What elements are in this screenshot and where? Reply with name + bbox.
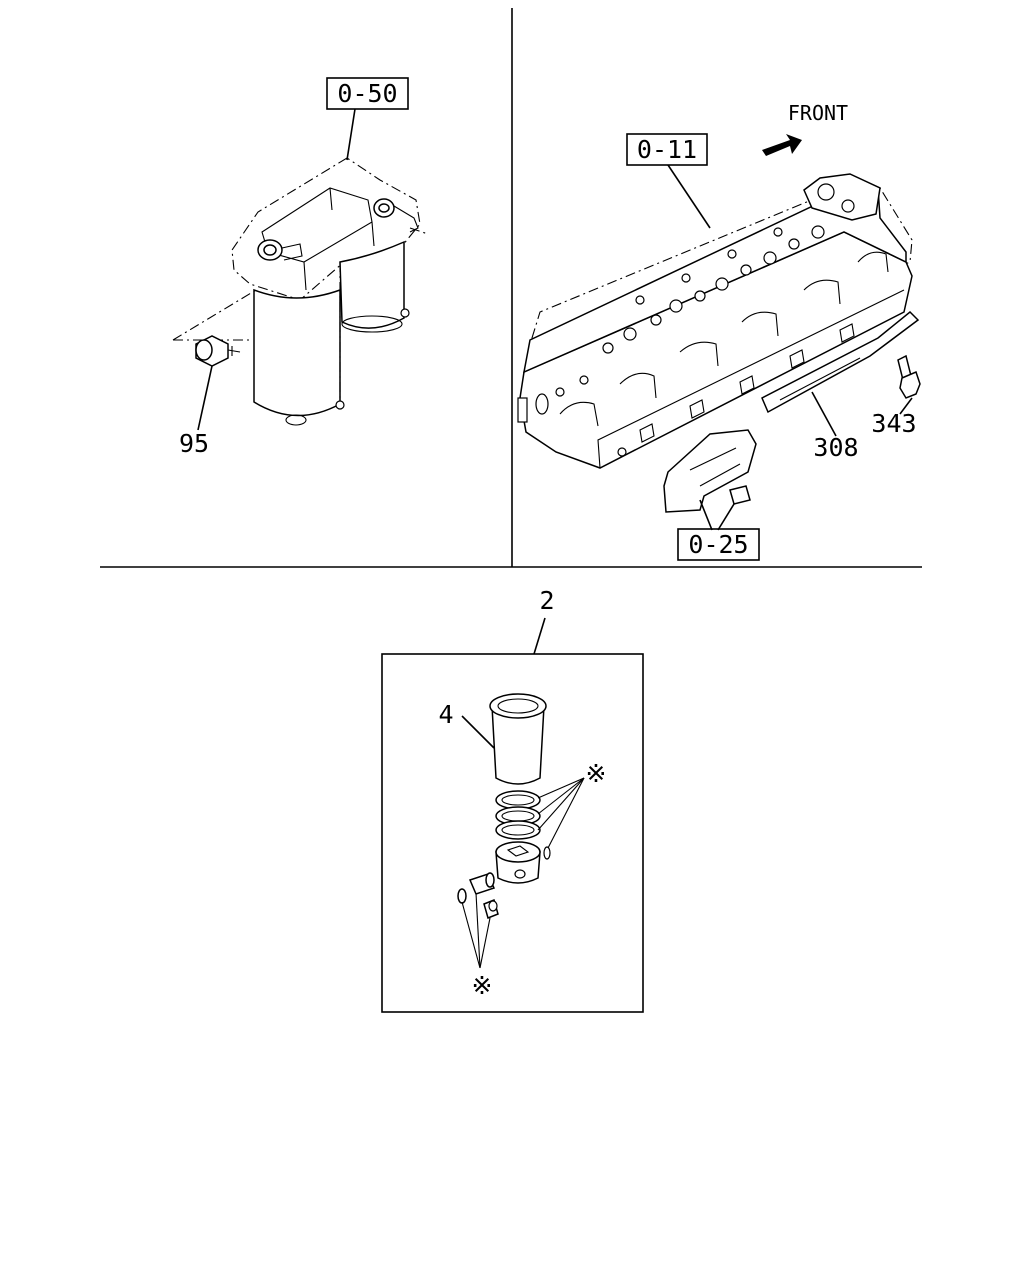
ref-box-0-50 [326,77,409,110]
leader-0-11 [667,164,711,229]
manifold-gasket-308: 308 [761,310,920,462]
leader-2 [533,617,546,655]
sensor-95: 95 [172,289,257,458]
leader-4 [461,715,495,749]
leader-95 [197,365,213,431]
label-343: 343 [871,409,916,438]
head-ports [517,225,825,423]
ref-box-0-11 [626,133,708,166]
fuel-filter-assembly: 0-50 [172,77,429,458]
piston-rings [495,790,541,840]
label-95: 95 [179,429,209,458]
front-label: FRONT [788,101,848,125]
leader-0-25-a [699,499,713,531]
filter-canister-right [339,240,410,333]
piston [495,841,541,884]
kit-frame [381,653,644,1013]
front-arrow-icon [762,134,802,156]
head-rocker-bays [559,251,889,427]
head-gasket-outline [531,179,913,357]
cylinder-liner-4: 4 [438,693,547,785]
ref-label-0-11: 0-11 [637,135,697,164]
head-fitting-left [257,239,303,261]
ref-label-0-25: 0-25 [688,530,748,559]
leader-0-25-b [717,503,735,531]
filter-head-block [261,187,375,291]
label-4: 4 [438,700,453,729]
leader-308 [811,391,837,437]
ref-label-0-50: 0-50 [337,79,397,108]
head-side-face [597,289,905,469]
ref-box-0-25 [677,528,760,561]
cover-plate [663,429,757,531]
piston-kit: 2 4 [381,586,644,1013]
kit-leaders-top [537,777,585,860]
label-2: 2 [539,586,554,615]
head-top-deck [523,187,907,374]
cylinder-head-assembly: FRONT 0-11 [517,101,921,561]
kit-mark-bottom: ※ [472,971,493,1000]
piston-pin-and-clips [457,872,499,969]
bolt-343: 343 [871,354,921,438]
filter-canister-left [253,262,345,426]
head-fitting-right [373,198,429,235]
kit-mark-top: ※ [586,759,607,788]
leader-343 [899,397,913,415]
label-308: 308 [813,433,858,462]
leader-0-50 [346,108,356,161]
